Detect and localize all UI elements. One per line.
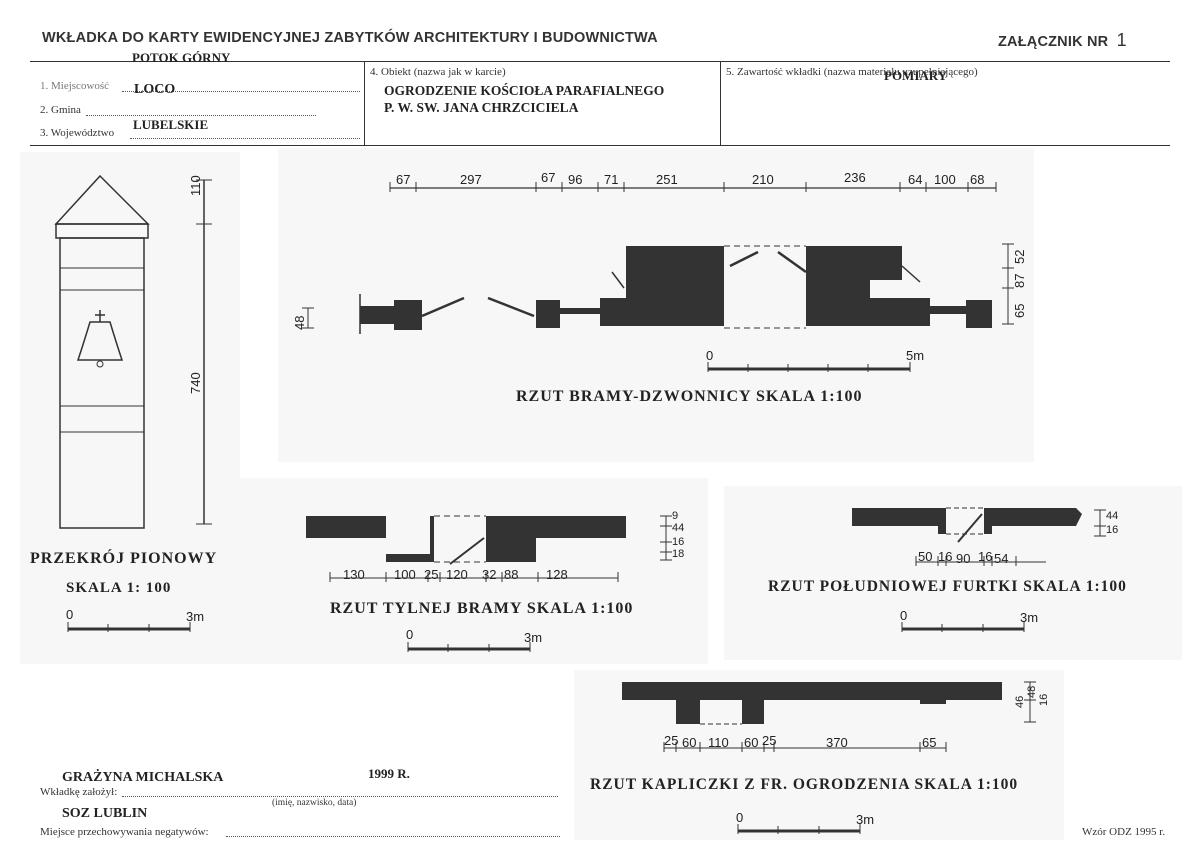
- south-wicket-bar-start: 0: [900, 608, 908, 623]
- section-drawing: [54, 174, 212, 529]
- section-bar-end: 3m: [186, 609, 205, 624]
- annex-label-text: ZAŁĄCZNIK NR: [998, 34, 1109, 50]
- bell-gate-dim-8: 236: [844, 170, 866, 185]
- bell-gate-side-dim-1: 52: [1012, 249, 1027, 264]
- south-wicket-dim-1: 50: [918, 549, 933, 564]
- bell-gate-bar-start: 0: [706, 348, 714, 363]
- south-wicket-dim-5: 54: [994, 551, 1009, 566]
- bell-gate-dim-7: 210: [752, 172, 774, 187]
- chapel-dim-4: 60: [744, 735, 759, 750]
- rear-gate-title: RZUT TYLNEJ BRAMY SKALA 1:100: [330, 600, 634, 617]
- bell-gate-title: RZUT BRAMY-DZWONNICY SKALA 1:100: [516, 388, 863, 405]
- section-title: PRZEKRÓJ PIONOWY: [30, 550, 218, 567]
- bell-gate-dim-1: 67: [396, 172, 411, 187]
- bell-gate-dim-4: 96: [568, 172, 583, 187]
- south-wicket-dim-3: 90: [956, 551, 971, 566]
- rear-gate-dim-2: 100: [394, 567, 416, 582]
- form-title: WKŁADKA DO KARTY EWIDENCYJNEJ ZABYTKÓW A…: [42, 30, 658, 46]
- field1-value: POTOK GÓRNY: [132, 50, 231, 65]
- form-model: Wzór ODZ 1995 r.: [1082, 826, 1166, 838]
- rear-gate-bar-end: 3m: [524, 630, 543, 645]
- rear-gate-side-dim-2: 44: [672, 522, 685, 534]
- south-wicket-drawing: [852, 507, 1106, 566]
- rear-gate-dim-3: 25: [424, 567, 439, 582]
- section-dim-main: 740: [188, 372, 203, 394]
- chapel-scale-bar: [737, 824, 861, 834]
- chapel-dim-6: 370: [826, 735, 848, 750]
- bell-gate-dim-5: 71: [604, 172, 619, 187]
- annex-number: 1: [1116, 30, 1127, 50]
- rear-gate-dim-6: 88: [504, 567, 519, 582]
- bell-gate-dim-6: 251: [656, 172, 678, 187]
- chapel-title: RZUT KAPLICZKI Z FR. OGRODZENIA SKALA 1:…: [590, 776, 1019, 793]
- bell-gate-dim-10: 100: [934, 172, 956, 187]
- bell-gate-bar-end: 5m: [906, 348, 925, 363]
- author-hint: (imię, nazwisko, data): [272, 798, 357, 808]
- section-scale-bar: [67, 622, 191, 632]
- rear-gate-dim-5: 32: [482, 567, 497, 582]
- chapel-dim-7: 65: [922, 735, 937, 750]
- field4-value-line2: P. W. SW. JANA CHRZCICIELA: [384, 100, 579, 115]
- bell-gate-side-dim-2: 87: [1012, 273, 1027, 288]
- chapel-dim-2: 60: [682, 735, 697, 750]
- chapel-bar-start: 0: [736, 810, 744, 825]
- section-dim-top: 110: [188, 175, 203, 196]
- field1-label: 1. Miejscowość: [40, 80, 110, 92]
- author-name: GRAŻYNA MICHALSKA: [62, 770, 224, 785]
- bell-icon: [76, 310, 124, 368]
- rear-gate-side-dim-1: 9: [672, 510, 679, 522]
- panel-rear-gate: [240, 478, 708, 664]
- bell-gate-dim-9: 64: [908, 172, 923, 187]
- field1-value2: LOCO: [134, 82, 176, 97]
- storage-label: Miejsce przechowywania negatywów:: [40, 826, 209, 838]
- author-label: Wkładkę założył:: [40, 786, 118, 798]
- rear-gate-dim-1: 130: [343, 567, 365, 582]
- rear-gate-side-dim-3: 16: [672, 536, 685, 548]
- bell-gate-scale-bar: [707, 362, 911, 372]
- bell-gate-dim-2: 297: [460, 172, 482, 187]
- chapel-dim-3: 110: [708, 735, 729, 750]
- south-wicket-title: RZUT POŁUDNIOWEJ FURTKI SKALA 1:100: [768, 578, 1127, 595]
- rear-gate-side-dim-4: 18: [672, 548, 685, 560]
- south-wicket-bar-end: 3m: [1020, 610, 1039, 625]
- chapel-dim-5: 25: [762, 733, 777, 748]
- chapel-drawing: [622, 681, 1036, 752]
- panel-south-wicket: [724, 486, 1182, 660]
- bell-gate-drawing: [302, 182, 1014, 334]
- bell-gate-dim-11: 68: [970, 172, 985, 187]
- bell-gate-dim-3: 67: [541, 170, 556, 185]
- rear-gate-scale-bar: [407, 642, 531, 652]
- south-wicket-side-dim-1: 44: [1106, 510, 1119, 522]
- annex-label: ZAŁĄCZNIK NR 1: [998, 30, 1127, 51]
- south-wicket-dim-2: 16: [938, 549, 953, 564]
- storage-value: SOZ LUBLIN: [62, 806, 148, 821]
- field3-label: 3. Województwo: [40, 127, 115, 139]
- section-scale: SKALA 1: 100: [66, 580, 172, 596]
- south-wicket-dim-4: 16: [978, 549, 993, 564]
- field4-value-line1: OGRODZENIE KOŚCIOŁA PARAFIALNEGO: [384, 83, 665, 98]
- south-wicket-scale-bar: [901, 622, 1025, 632]
- rear-gate-bar-start: 0: [406, 627, 414, 642]
- rear-gate-dim-4: 120: [446, 567, 468, 582]
- chapel-bar-end: 3m: [856, 812, 875, 827]
- chapel-dim-1: 25: [664, 733, 679, 748]
- chapel-side-dim-3: 16: [1038, 693, 1050, 706]
- south-wicket-side-dim-2: 16: [1106, 524, 1119, 536]
- chapel-side-dim-2: 48: [1026, 685, 1038, 698]
- field3-value: LUBELSKIE: [133, 117, 209, 132]
- chapel-side-dim-1: 46: [1014, 695, 1026, 708]
- bell-gate-side-dim-3: 65: [1012, 303, 1027, 318]
- field5-value: POMIARY: [884, 68, 948, 83]
- author-date: 1999 R.: [368, 766, 410, 781]
- section-bar-start: 0: [66, 607, 74, 622]
- bell-gate-left-dim: 48: [292, 315, 307, 330]
- field4-label: 4. Obiekt (nazwa jak w karcie): [370, 66, 506, 78]
- rear-gate-drawing: [306, 515, 672, 582]
- field2-label: 2. Gmina: [40, 104, 81, 116]
- field5-label: 5. Zawartość wkładki (nazwa materiału uz…: [726, 66, 978, 78]
- rear-gate-dim-7: 128: [546, 567, 568, 582]
